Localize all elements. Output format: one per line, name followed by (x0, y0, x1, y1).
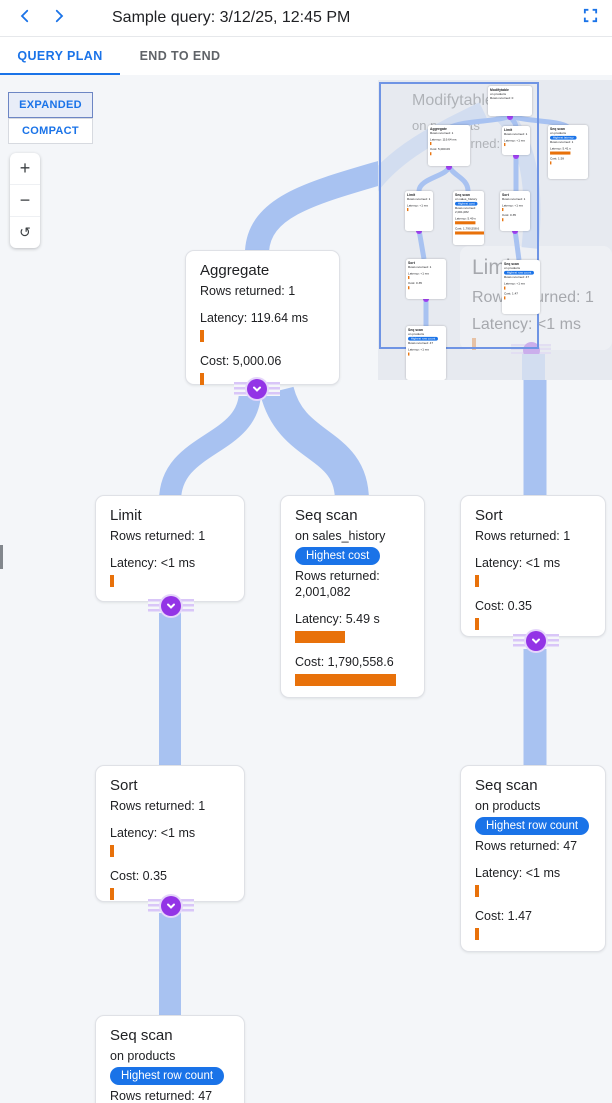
node-latency: Latency: <1 ms (110, 556, 196, 570)
node-title: Sort (110, 777, 138, 794)
zoom-in-button[interactable]: + (10, 153, 40, 185)
zoom-out-button[interactable]: − (10, 185, 40, 217)
latency-bar (475, 575, 479, 587)
node-title: Seq scan (295, 507, 358, 524)
node-cost: Cost: 1.47 (475, 909, 532, 923)
tab-end-to-end[interactable]: END TO END (139, 49, 221, 63)
highest-row-count-badge: Highest row count (110, 1067, 225, 1085)
plan-node-sort-right[interactable]: Sort Rows returned: 1 Latency: <1 ms Cos… (460, 495, 606, 637)
fullscreen-button[interactable] (576, 4, 604, 32)
tab-bar: QUERY PLAN END TO END (0, 37, 612, 76)
minimap[interactable]: Modifytable on products Rows returned: 0… (378, 80, 612, 380)
node-rows: Rows returned: 2,001,082 (295, 569, 380, 599)
node-table: on products (110, 1049, 176, 1063)
node-cost: Cost: 5,000.06 (200, 354, 282, 368)
latency-bar (110, 575, 114, 587)
latency-bar (110, 845, 114, 857)
plan-edges (159, 155, 547, 1021)
node-title: Seq scan (475, 777, 538, 794)
collapse-button-aggregate[interactable] (234, 379, 280, 399)
node-table: on sales_history (295, 529, 386, 543)
minimap-viewport[interactable] (379, 82, 539, 349)
plan-canvas[interactable]: EXPANDED COMPACT + − ↺ Aggregate Rows re… (0, 75, 612, 1103)
plan-node-aggregate[interactable]: Aggregate Rows returned: 1 Latency: 119.… (185, 250, 340, 385)
node-rows: Rows returned: 1 (110, 529, 206, 543)
cost-bar (200, 373, 204, 385)
node-latency: Latency: 119.64 ms (200, 311, 309, 325)
highest-cost-badge: Highest cost (295, 547, 381, 565)
node-title: Aggregate (200, 262, 270, 279)
node-latency: Latency: <1 ms (475, 866, 561, 880)
plan-node-seq-scan-products-bottom[interactable]: Seq scan on products Highest row count R… (95, 1015, 245, 1103)
plan-node-seq-scan-sales-history[interactable]: Seq scan on sales_history Highest cost R… (280, 495, 425, 698)
page-title: Sample query: 3/12/25, 12:45 PM (112, 9, 351, 26)
node-rows: Rows returned: 1 (200, 284, 296, 298)
plan-node-limit[interactable]: Limit Rows returned: 1 Latency: <1 ms (95, 495, 245, 602)
node-rows: Rows returned: 47 (110, 1089, 213, 1103)
collapse-button-limit[interactable] (148, 596, 194, 616)
ghost-modifytable-title: Modifytable (412, 92, 494, 109)
collapse-button-sort-right[interactable] (513, 631, 559, 651)
chevron-down-icon (161, 596, 181, 616)
latency-bar (200, 330, 204, 342)
plan-node-seq-scan-products-right[interactable]: Seq scan on products Highest row count R… (460, 765, 606, 952)
cost-bar (475, 928, 479, 940)
latency-bar (475, 885, 479, 897)
compact-button[interactable]: COMPACT (8, 118, 93, 144)
next-query-button[interactable] (42, 3, 76, 33)
chevron-down-icon (247, 379, 267, 399)
node-rows: Rows returned: 1 (110, 799, 206, 813)
plan-node-sort-left[interactable]: Sort Rows returned: 1 Latency: <1 ms Cos… (95, 765, 245, 902)
node-rows: Rows returned: 1 (475, 529, 571, 543)
node-latency: Latency: <1 ms (475, 556, 561, 570)
zoom-controls: + − ↺ (10, 153, 40, 248)
node-cost: Cost: 1,790,558.6 (295, 655, 394, 669)
node-latency: Latency: <1 ms (110, 826, 196, 840)
tab-query-plan[interactable]: QUERY PLAN (0, 37, 120, 76)
expanded-button[interactable]: EXPANDED (8, 92, 93, 118)
node-rows: Rows returned: 47 (475, 839, 578, 853)
node-cost: Cost: 0.35 (110, 869, 167, 883)
latency-bar (295, 631, 345, 643)
node-title: Seq scan (110, 1027, 173, 1044)
chevron-right-icon (50, 7, 68, 30)
node-cost: Cost: 0.35 (475, 599, 532, 613)
fullscreen-icon (582, 7, 599, 29)
header: Sample query: 3/12/25, 12:45 PM (0, 0, 612, 37)
cost-bar (295, 674, 396, 686)
node-title: Sort (475, 507, 503, 524)
cost-bar (110, 888, 114, 900)
previous-query-button[interactable] (8, 3, 42, 33)
highest-row-count-badge: Highest row count (475, 817, 590, 835)
cost-bar (475, 618, 479, 630)
node-table: on products (475, 799, 541, 813)
chevron-left-icon (16, 7, 34, 30)
reset-zoom-button[interactable]: ↺ (10, 217, 40, 248)
ghost-ribbon (522, 354, 545, 380)
layout-toggle: EXPANDED COMPACT (8, 92, 93, 144)
chevron-down-icon (161, 896, 181, 916)
collapse-button-sort-left[interactable] (148, 896, 194, 916)
chevron-down-icon (526, 631, 546, 651)
node-latency: Latency: 5.49 s (295, 612, 380, 626)
reset-zoom-icon: ↺ (19, 224, 31, 240)
node-title: Limit (110, 507, 142, 524)
vertical-scrollbar-thumb[interactable] (0, 545, 3, 569)
